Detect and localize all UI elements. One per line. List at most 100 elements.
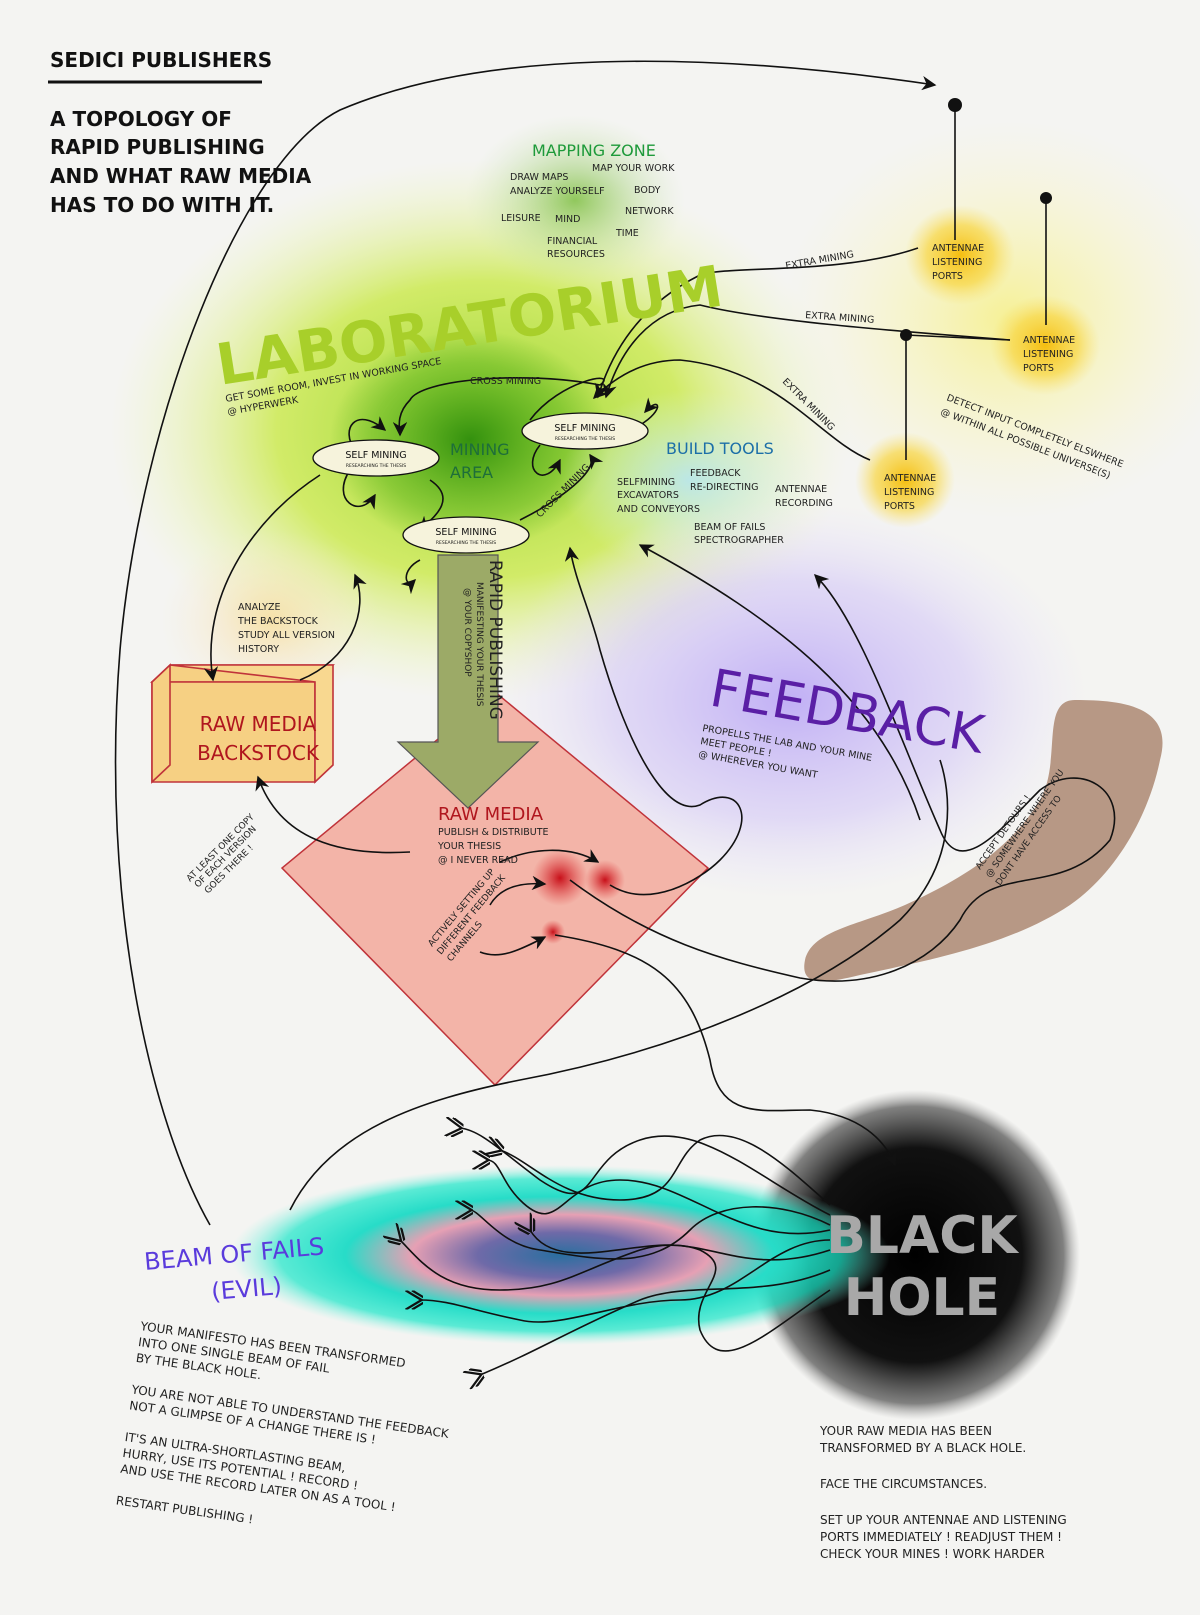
svg-text:CHECK YOUR MINES ! WORK HARD: CHECK YOUR MINES ! WORK HARDER [820, 1547, 1045, 1561]
beam-squiggles [400, 1128, 831, 1375]
feedback-arrow-3 [479, 936, 547, 956]
extra-mining-line-3 [592, 359, 871, 461]
raw-media-to-backstock [255, 775, 411, 854]
backstock-to-lab [299, 573, 367, 681]
outer-loop-arrow [114, 60, 937, 1226]
svg-text:PORTS: PORTS [932, 271, 963, 282]
svg-text:LISTENING: LISTENING [932, 257, 982, 268]
svg-text:PUBLISH & DISTRIBUTE: PUBLISH & DISTRIBUTE [438, 827, 549, 838]
svg-text:ANALYZE: ANALYZE [238, 602, 280, 613]
beam-squiggle-4 [480, 1269, 831, 1375]
feedback-loop-to-lab [564, 546, 743, 896]
svg-text:RESEARCHING THE THESIS: RESEARCHING THE THESIS [436, 540, 496, 546]
raw-media-backstock-box [149, 663, 336, 784]
backstock-copy-note: AT LEAST ONE COPY OF EACH VERSION GOES T… [185, 812, 259, 896]
antenna-glow-3 [855, 432, 955, 528]
svg-text:SELF MINING: SELF MINING [435, 527, 496, 538]
detours-shape [804, 700, 1163, 982]
rapid-publishing-sub-2: @ YOUR COPYSHOP [462, 588, 472, 677]
beam-title-2: (EVIL) [210, 1272, 283, 1306]
feedback-hotspot-1 [532, 850, 588, 906]
build-tools-items: SELFMINING EXCAVATORS AND CONVEYORS FEED… [617, 468, 833, 546]
svg-text:ANTENNAE: ANTENNAE [775, 484, 827, 495]
publisher-name: SEDICI PUBLISHERS [50, 48, 272, 72]
self-mining-loop-3 [639, 397, 659, 426]
svg-text:MIND: MIND [555, 214, 580, 225]
mining-area-title-1: MINING [450, 440, 510, 459]
mapping-zone-glow [465, 115, 685, 285]
self-mining-node-1: SELF MINING RESEARCHING THE THESIS [312, 439, 440, 477]
cross-mining-right [519, 453, 604, 521]
svg-text:FACE THE CIRCUMSTANCES.: FACE THE CIRCUMSTANCES. [820, 1477, 987, 1491]
antenna-dot-2 [1040, 192, 1052, 204]
svg-text:ANALYZE YOURSELF: ANALYZE YOURSELF [510, 186, 605, 197]
mining-area-glow [330, 330, 610, 550]
svg-text:YOUR THESIS: YOUR THESIS [437, 841, 501, 852]
svg-text:MAP YOUR WORK: MAP YOUR WORK [592, 163, 675, 174]
yellow-glow [780, 120, 1200, 520]
antenna-dot-3 [900, 329, 912, 341]
build-tools-title: BUILD TOOLS [666, 439, 774, 458]
antenna-glow-2 [990, 295, 1100, 395]
extra-mining-line-1 [594, 247, 919, 399]
svg-text:ANTENNAE: ANTENNAE [884, 473, 936, 484]
svg-text:PORTS IMMEDIATELY ! READJUST T: PORTS IMMEDIATELY ! READJUST THEM ! [820, 1530, 1062, 1544]
lab-to-backstock [203, 474, 321, 682]
svg-text:RAPID PUBLISHING: RAPID PUBLISHING [50, 135, 265, 159]
svg-text:RESOURCES: RESOURCES [547, 249, 605, 260]
svg-text:HAS TO DO WITH IT.: HAS TO DO WITH IT. [50, 193, 274, 217]
feedback-hotspot-2 [585, 860, 625, 900]
rapid-publishing-sub-1: MANIFESTING YOUR THESIS [474, 582, 484, 707]
backstock-title-1: RAW MEDIA [200, 712, 317, 736]
beam-squiggle-7 [470, 1207, 831, 1260]
black-hole-description: YOUR RAW MEDIA HAS BEEN TRANSFORMED BY A… [819, 1424, 1067, 1561]
svg-text:SELFMINING: SELFMINING [617, 477, 675, 488]
svg-text:RESEARCHING THE THESIS: RESEARCHING THE THESIS [346, 463, 406, 469]
antenna-label-1: ANTENNAE LISTENING PORTS [932, 243, 984, 282]
beam-squiggle-3 [400, 1240, 831, 1291]
svg-text:FINANCIAL: FINANCIAL [547, 236, 598, 247]
svg-text:@ I NEVER READ: @ I NEVER READ [438, 855, 518, 866]
black-hole [750, 1090, 1080, 1420]
svg-text:RESTART PUBLISHING !: RESTART PUBLISHING ! [115, 1493, 254, 1526]
svg-text:RESEARCHING THE THESIS: RESEARCHING THE THESIS [555, 436, 615, 442]
svg-text:SELF MINING: SELF MINING [554, 423, 615, 434]
antenna-label-2: ANTENNAE LISTENING PORTS [1023, 335, 1075, 374]
extra-mining-label-2: EXTRA MINING [805, 310, 875, 326]
svg-text:NETWORK: NETWORK [625, 206, 674, 217]
svg-text:RECORDING: RECORDING [775, 498, 833, 509]
cross-mining-label-top: CROSS MINING [470, 376, 541, 387]
lower-loop [400, 559, 421, 595]
beam-squiggle-5 [530, 1230, 831, 1352]
svg-text:TIME: TIME [615, 228, 639, 239]
svg-text:EXCAVATORS: EXCAVATORS [617, 490, 679, 501]
mining-area-title-2: AREA [450, 463, 493, 482]
antenna-crossbar [905, 334, 1011, 341]
svg-text:PORTS: PORTS [1023, 363, 1054, 374]
page-title: A TOPOLOGY OF RAPID PUBLISHING AND WHAT … [50, 107, 312, 217]
svg-text:YOUR RAW MEDIA HAS BEEN: YOUR RAW MEDIA HAS BEEN [819, 1424, 992, 1438]
svg-text:AND CONVEYORS: AND CONVEYORS [617, 504, 700, 515]
svg-text:BEAM OF FAILS: BEAM OF FAILS [694, 522, 765, 533]
raw-media-to-black-hole [554, 934, 897, 1167]
svg-text:HISTORY: HISTORY [238, 644, 279, 655]
mapping-zone-title: MAPPING ZONE [532, 141, 656, 160]
feedback-arrow-2 [489, 875, 547, 906]
svg-text:BODY: BODY [634, 185, 661, 196]
svg-text:PORTS: PORTS [884, 501, 915, 512]
svg-text:SELF MINING: SELF MINING [345, 450, 406, 461]
cross-mining-top [392, 376, 605, 437]
antenna-dot-1 [948, 98, 962, 112]
rapid-publishing-title: RAPID PUBLISHING [485, 560, 505, 720]
beam-description: YOUR MANIFESTO HAS BEEN TRANSFORMED INTO… [115, 1319, 451, 1527]
self-mining-node-3: SELF MINING RESEARCHING THE THESIS [402, 516, 530, 554]
svg-text:SPECTROGRAPHER: SPECTROGRAPHER [694, 535, 784, 546]
black-hole-title-2: HOLE [844, 1268, 1000, 1328]
feedback-to-build-tools [638, 544, 921, 821]
svg-text:LEISURE: LEISURE [501, 213, 541, 224]
svg-text:A TOPOLOGY OF: A TOPOLOGY OF [50, 107, 232, 131]
antenna-glow-1 [905, 205, 1015, 305]
svg-text:AND WHAT RAW MEDIA: AND WHAT RAW MEDIA [50, 164, 312, 188]
feedback-hotspot-3 [541, 920, 565, 944]
